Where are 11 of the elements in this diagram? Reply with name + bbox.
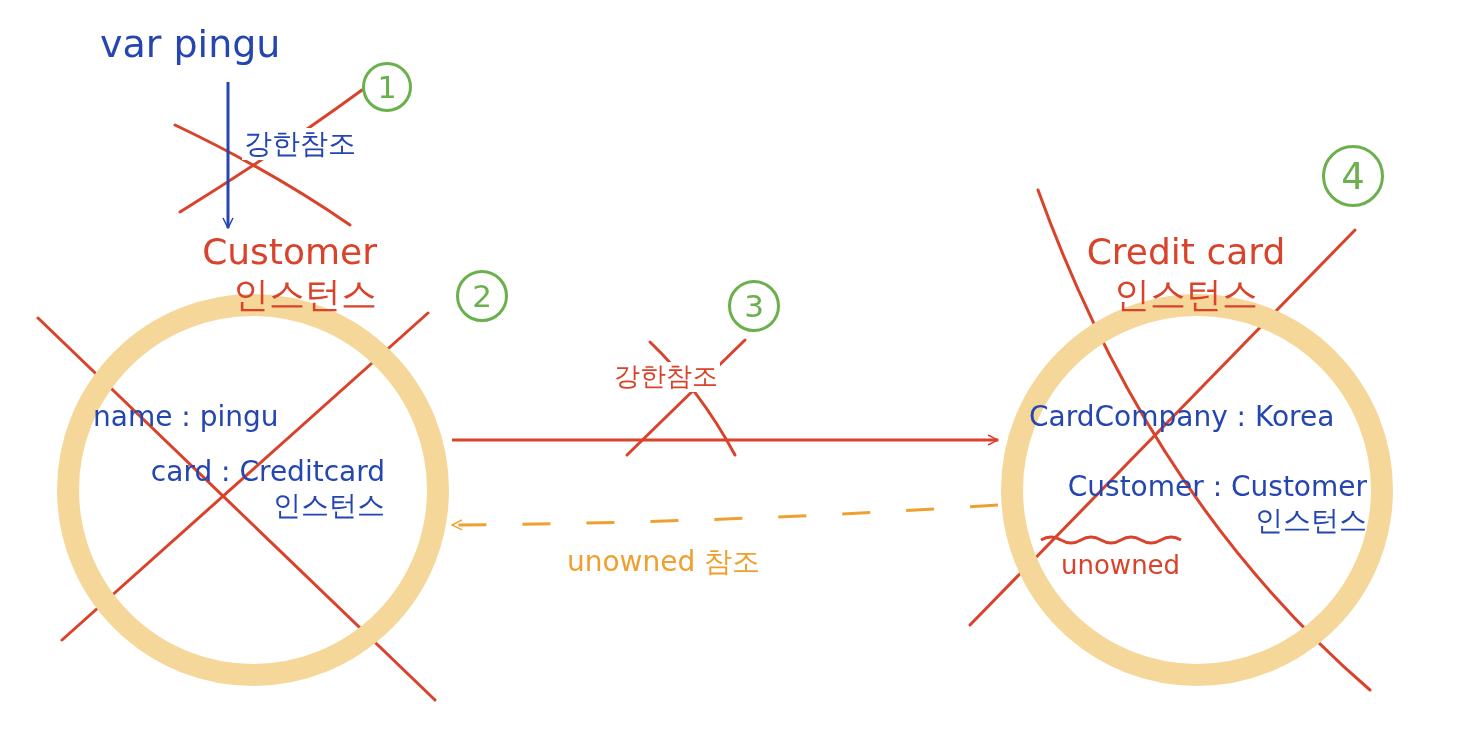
callout-number: 4	[1322, 145, 1384, 207]
callout-number: 3	[728, 280, 780, 332]
code-text: var pingu	[100, 22, 282, 68]
dashed-arrow	[451, 503, 999, 531]
instance-title: Customer 인스턴스	[201, 230, 377, 317]
property-text: unowned	[1061, 550, 1182, 582]
arrow	[452, 434, 999, 446]
arrow	[222, 82, 234, 229]
callout-number: 2	[456, 270, 508, 322]
instance-title: Credit card 인스턴스	[1085, 230, 1287, 317]
callout-number: 1	[362, 62, 412, 112]
